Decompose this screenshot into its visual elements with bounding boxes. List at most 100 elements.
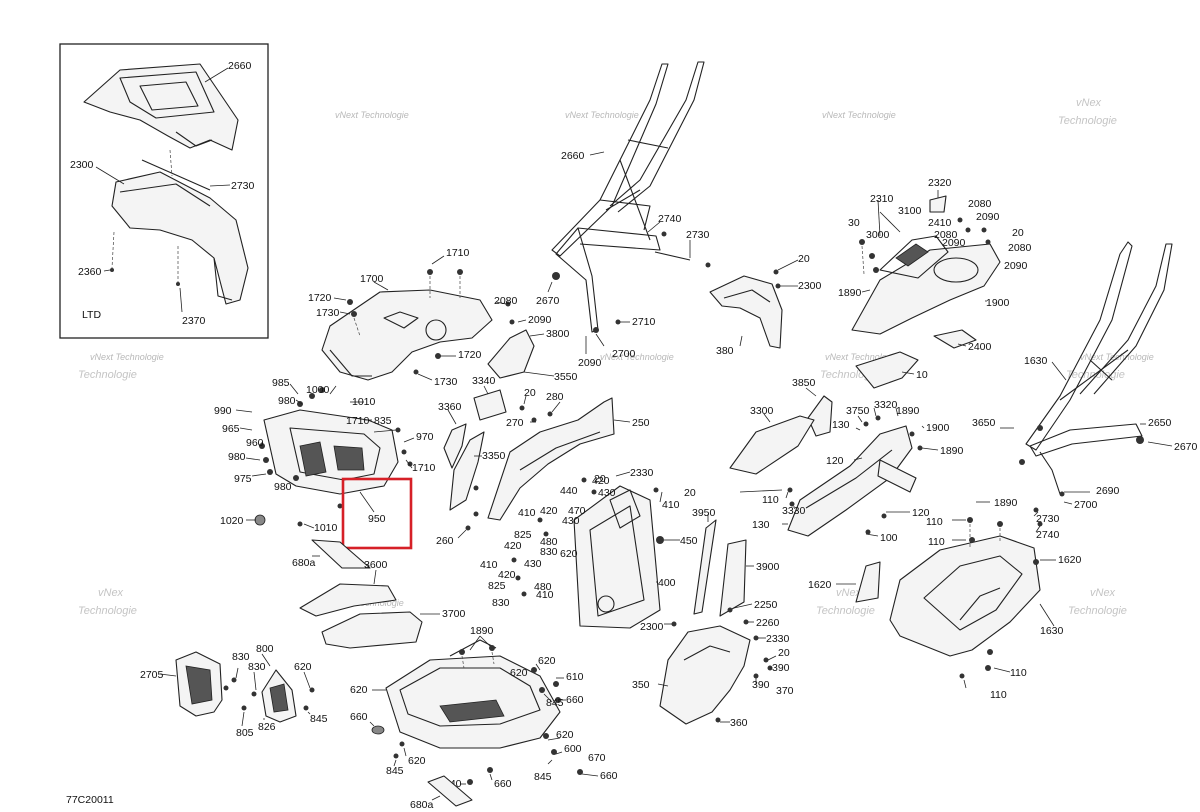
callout-3850: 2400 [968, 341, 992, 353]
callout-2360: 2360 [78, 266, 102, 278]
callout-600: 620 [350, 684, 368, 696]
callout-1020: 1020 [220, 515, 244, 527]
part-3800: 3800 3550 [487, 328, 578, 383]
callout-130: 3320 [874, 399, 898, 411]
callout-280: 280 [546, 391, 564, 403]
callout-270: 270 [506, 417, 524, 429]
callout-3100: 2310 [870, 193, 894, 205]
part-3340-3350: 3340 3360 3350 [438, 375, 507, 511]
callout-2290: 2730 [231, 180, 255, 192]
watermark: Technologie [1058, 115, 1117, 127]
callout-1620b: 110 [1010, 667, 1027, 679]
callout-2090-r: 2090 [976, 211, 1000, 223]
part-10-console: 2310 2320 3100 30 3000 2410 2080 2090 20… [838, 177, 1032, 353]
watermark: vNext Technologie [1080, 352, 1154, 362]
watermark: Technologie [816, 605, 875, 617]
callout-380: 2300 [640, 621, 664, 633]
callout-2410: 30 [848, 217, 860, 229]
callout-2320: 2300 [798, 280, 822, 292]
part-3950-3900: 3950 3900 [692, 507, 780, 617]
callout-360: 360 [730, 717, 748, 729]
part-1700-dash: 1710 1700 1720 1730 2080 2090 1720 1730 [308, 247, 552, 388]
callout-390: 390 [772, 662, 790, 674]
callout-3900: 3900 [756, 561, 780, 573]
callout-2670b: 3650 [972, 417, 996, 429]
callout-2700: 2700 [612, 348, 636, 360]
callout-3650: 1620 [808, 579, 832, 591]
callout-990: 990 [214, 405, 232, 417]
callout-2090: 2090 [528, 314, 552, 326]
callout-1730b: 1730 [434, 376, 458, 388]
callout-20b: 20 [778, 647, 790, 659]
callout-3320: 3300 [750, 405, 774, 417]
callout-620-g: 620 [294, 661, 312, 673]
callout-3950: 3950 [692, 507, 716, 519]
callout-250: 250 [632, 417, 650, 429]
callout-420: 420 [540, 505, 558, 517]
callout-2710: 2710 [632, 316, 656, 328]
part-680a: 680a [292, 539, 371, 569]
callout-1720b: 1720 [458, 349, 482, 361]
callout-120b: 3330 [782, 505, 806, 517]
callout-1900b: 130 [832, 419, 850, 431]
callout-1010: 1010 [352, 396, 376, 408]
part-600-floor: 1890 620 610 620 845 660 620 600 670 660… [350, 625, 618, 790]
callout-410b: 410 [480, 559, 498, 571]
callout-620: 620 [560, 548, 578, 560]
part-400: 2330 20 420 440 430 410 410 420 470 430 … [480, 467, 698, 633]
callout-3800: 3800 [546, 328, 570, 340]
callout-826: 830 [248, 661, 266, 673]
inset-ltd: 2660 2730 2300 2360 2370 LTD [59, 43, 269, 339]
callout-2300-inset: 2300 [70, 159, 94, 171]
callout-840: 805 [236, 727, 254, 739]
callout-430-top: 430 [598, 487, 616, 499]
callout-800: 2705 [140, 669, 164, 681]
part-2300-fender: 20 2300 380 [709, 253, 822, 357]
callout-2370: 2370 [182, 315, 206, 327]
doc-code: 77C20011 [66, 794, 114, 806]
callout-620-left: 620 [408, 755, 426, 767]
callout-1000: 1000 [306, 384, 330, 396]
callout-3700: 3700 [442, 608, 466, 620]
callout-410c: 410 [536, 589, 554, 601]
part-1600-fender: 1890 110 110 1620 1630 110 110 [889, 497, 1082, 701]
callout-630b: 660 [494, 778, 512, 790]
callout-680a-bottom: 680a [410, 799, 434, 811]
watermark: Technologie [1068, 605, 1127, 617]
callout-3750: 3850 [792, 377, 816, 389]
callout-1630b: 110 [990, 689, 1007, 701]
callout-660-g: 845 [310, 713, 328, 725]
callout-1720: 1720 [308, 292, 332, 304]
inset-variant-label: LTD [82, 309, 101, 321]
watermark: Technologie [78, 605, 137, 617]
callout-400: 400 [658, 577, 676, 589]
callout-20c: 2410 [928, 217, 952, 229]
callout-20-400: 20 [594, 473, 606, 485]
callout-350: 350 [632, 679, 650, 691]
callout-2310: 20 [798, 253, 810, 265]
callout-430b: 430 [524, 558, 542, 570]
callout-615: 670 [588, 752, 606, 764]
callout-110-floor: 1890 [470, 625, 494, 637]
callout-845: 826 [258, 721, 276, 733]
callout-2730: 2730 [686, 229, 710, 241]
callout-30: 2320 [928, 177, 952, 189]
callout-390b: 390 [752, 679, 770, 691]
part-3300-3750-3320: 10 3850 3300 [729, 351, 928, 475]
callout-20-r: 20 [1012, 227, 1024, 239]
callout-3350: 3350 [482, 450, 506, 462]
callout-2700: 2700 [1074, 499, 1098, 511]
callout-980: 980 [278, 395, 296, 407]
callout-1890c: 120 [826, 455, 844, 467]
callout-420-top: 420 [592, 475, 610, 487]
callout-20d: 1900 [926, 422, 950, 434]
callout-3330: 20 [684, 487, 696, 499]
callout-2420: 3000 [866, 229, 890, 241]
callout-680a: 680a [292, 557, 316, 569]
callout-2740b: 2670 [1174, 441, 1198, 453]
callout-1010-low: 1010 [314, 522, 338, 534]
watermark: Technologie [78, 369, 137, 381]
callout-480b: 480 [534, 581, 552, 593]
watermark: vNext Technologie [90, 352, 164, 362]
callout-1710c: 1710 [412, 462, 436, 474]
